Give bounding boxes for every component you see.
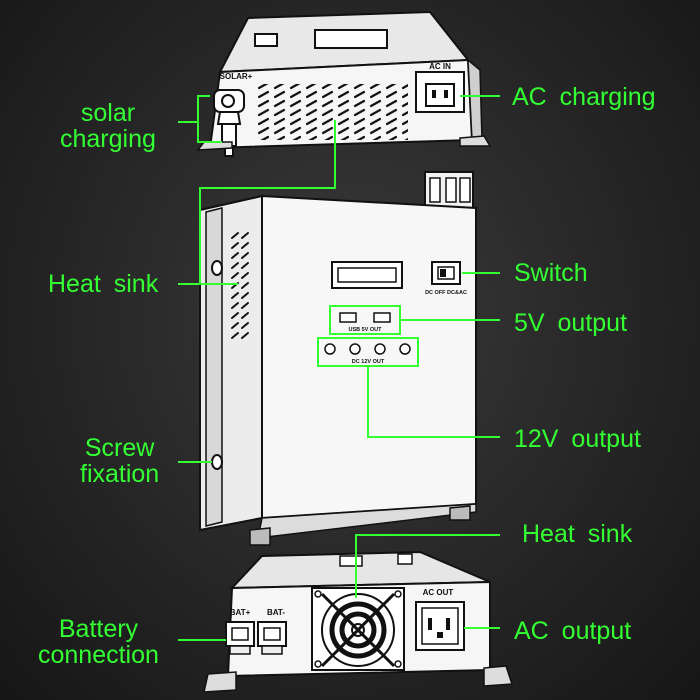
screw-fixation-line2: fixation: [80, 460, 160, 488]
dc-port-3: [374, 343, 386, 355]
top-switch: [254, 33, 278, 47]
upper-screw-hole: [211, 260, 223, 276]
switch-callout: Switch: [514, 259, 588, 287]
usb-port-2: [373, 312, 391, 323]
solar-charging-callout: solar charging: [60, 100, 156, 152]
dc-port-2: [349, 343, 361, 355]
usb-port-1: [339, 312, 357, 323]
heat-sink-bottom-callout: Heat sink: [522, 520, 633, 548]
12v-output-callout: 12V output: [514, 425, 641, 453]
top-plug: [424, 171, 474, 209]
fan: [311, 587, 405, 671]
bottom-view-device: BAT+ BAT- AC OUT: [203, 550, 514, 693]
screw-fixation-callout: Screw fixation: [80, 435, 159, 487]
dc-port-4: [399, 343, 411, 355]
5v-output-callout: 5V output: [514, 309, 628, 337]
side-vent: [230, 230, 250, 340]
solar-connector: [213, 89, 245, 157]
ac-output-callout: AC output: [514, 617, 632, 645]
ac-out-socket: [415, 601, 465, 651]
ac-out-label: AC OUT: [423, 588, 454, 597]
switch-positions-label: DC OFF DC&AC: [425, 290, 467, 296]
usb-label: USB 5V OUT: [348, 327, 382, 333]
top-vent-grille: [258, 84, 408, 140]
ac-charging-callout: AC charging: [512, 83, 656, 111]
main-device: DC OFF DC&AC USB 5V OUT DC 12V OUT: [199, 171, 477, 546]
callout-lines: [178, 95, 500, 641]
battery-connection-callout: Battery connection: [38, 616, 159, 668]
solar-charging-line2: charging: [60, 125, 156, 153]
bat-minus-label: BAT-: [267, 608, 285, 617]
top-display: [314, 29, 388, 49]
solar-charging-line1: solar: [80, 99, 136, 127]
ac-in-label: AC IN: [429, 62, 451, 71]
battery-terminals: [225, 621, 287, 655]
solar-port-label: SOLAR+: [220, 72, 253, 81]
dc-port-1: [324, 343, 336, 355]
top-view-device: AC IN SOLAR+: [196, 10, 492, 157]
battery-connection-line1: Battery: [58, 615, 139, 643]
bat-plus-label: BAT+: [230, 608, 251, 617]
dc12v-label: DC 12V OUT: [352, 359, 385, 365]
lower-screw-hole: [211, 454, 223, 470]
heat-sink-side-callout: Heat sink: [48, 270, 159, 298]
battery-connection-line2: connection: [38, 641, 159, 669]
screw-fixation-line1: Screw: [84, 434, 155, 462]
